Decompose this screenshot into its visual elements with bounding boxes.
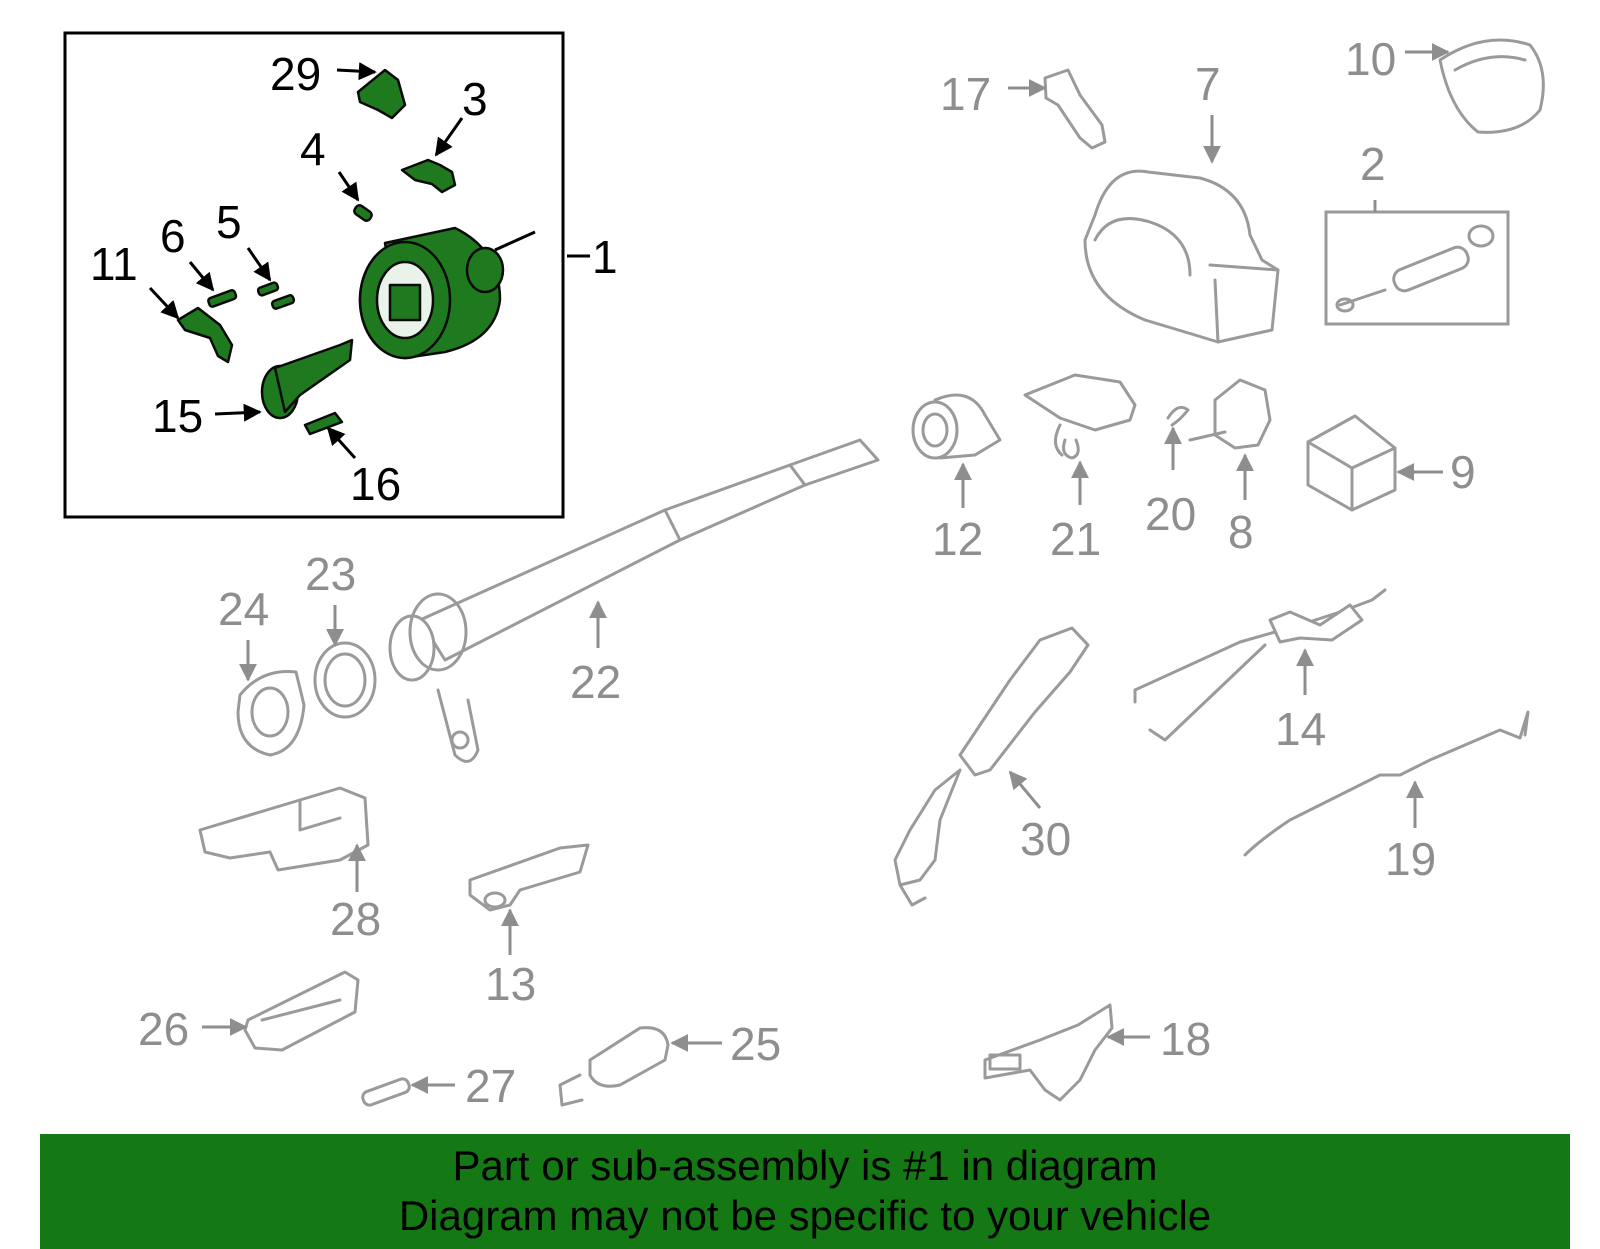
callout-29: 29 bbox=[270, 48, 321, 100]
part-19-cable[interactable] bbox=[1243, 710, 1530, 857]
callout-17: 17 bbox=[940, 68, 991, 120]
callout-19: 19 bbox=[1385, 833, 1436, 885]
banner-line-2: Diagram may not be specific to your vehi… bbox=[398, 1192, 1212, 1239]
callout-2: 2 bbox=[1360, 138, 1386, 190]
callout-15: 15 bbox=[152, 390, 203, 442]
part-4-pin[interactable] bbox=[353, 204, 373, 223]
callout-24: 24 bbox=[218, 583, 269, 635]
part-8-bracket[interactable] bbox=[1188, 378, 1272, 450]
part-24-ring[interactable] bbox=[236, 669, 306, 757]
callout-14: 14 bbox=[1275, 703, 1326, 755]
callout-18: 18 bbox=[1160, 1013, 1211, 1065]
part-11-bracket[interactable] bbox=[176, 306, 234, 364]
callout-27: 27 bbox=[465, 1060, 516, 1112]
part-1-lock-housing[interactable] bbox=[358, 226, 536, 360]
callout-23: 23 bbox=[305, 548, 356, 600]
part-23-bearing[interactable] bbox=[313, 641, 377, 719]
part-5-pins[interactable] bbox=[256, 281, 296, 310]
callout-8: 8 bbox=[1228, 506, 1254, 558]
callout-11: 11 bbox=[90, 238, 138, 290]
part-25-solenoid[interactable] bbox=[558, 1026, 670, 1107]
callout-7: 7 bbox=[1195, 58, 1221, 110]
part-21-switch[interactable] bbox=[1023, 373, 1137, 460]
banner-line-1: Part or sub-assembly is #1 in diagram bbox=[452, 1142, 1158, 1189]
part-3-lever[interactable] bbox=[400, 158, 457, 194]
grey-leaders bbox=[202, 43, 1450, 1094]
part-29-clip[interactable] bbox=[356, 68, 407, 120]
part-26-pad[interactable] bbox=[243, 970, 360, 1052]
callout-21: 21 bbox=[1050, 513, 1101, 565]
part-14-cable[interactable] bbox=[1133, 588, 1387, 742]
part-17-sensor[interactable] bbox=[1043, 68, 1107, 150]
callout-30: 30 bbox=[1020, 813, 1071, 865]
part-9-cube[interactable] bbox=[1306, 414, 1397, 512]
callout-26: 26 bbox=[138, 1003, 189, 1055]
callout-labels: 1 3 4 5 6 11 15 16 29 2 7 8 9 10 12 13 1… bbox=[90, 33, 1476, 1112]
info-banner: Part or sub-assembly is #1 in diagram Di… bbox=[40, 1134, 1570, 1249]
part-18-bracket[interactable] bbox=[983, 1003, 1114, 1102]
part-20-wire[interactable] bbox=[1166, 405, 1190, 427]
callout-16: 16 bbox=[350, 458, 401, 510]
callout-3: 3 bbox=[462, 73, 488, 125]
part-22-column-tube[interactable] bbox=[388, 438, 880, 763]
callout-12: 12 bbox=[932, 513, 983, 565]
callout-5: 5 bbox=[216, 196, 242, 248]
callout-25: 25 bbox=[730, 1018, 781, 1070]
part-15-actuator[interactable] bbox=[260, 338, 354, 420]
callout-4: 4 bbox=[300, 123, 326, 175]
part-10-cap[interactable] bbox=[1438, 38, 1545, 134]
callout-28: 28 bbox=[330, 893, 381, 945]
callout-10: 10 bbox=[1345, 33, 1396, 85]
part-27-spring[interactable] bbox=[361, 1077, 411, 1107]
part-30-intermediate-shaft[interactable] bbox=[893, 626, 1090, 907]
part-12-housing[interactable] bbox=[911, 393, 1002, 460]
callout-13: 13 bbox=[485, 958, 536, 1010]
callout-22: 22 bbox=[570, 656, 621, 708]
part-6-pin[interactable] bbox=[207, 289, 238, 308]
part-28-bracket[interactable] bbox=[198, 786, 370, 872]
part-16-spring[interactable] bbox=[303, 411, 344, 436]
callout-6: 6 bbox=[160, 210, 186, 262]
part-2-kit-box[interactable] bbox=[1324, 200, 1510, 326]
inset-leaders bbox=[148, 62, 590, 460]
part-7-cover[interactable] bbox=[1083, 169, 1280, 344]
part-13-bracket[interactable] bbox=[468, 843, 590, 912]
callout-9: 9 bbox=[1450, 446, 1476, 498]
callout-1: 1 bbox=[592, 231, 618, 283]
callout-20: 20 bbox=[1145, 488, 1196, 540]
